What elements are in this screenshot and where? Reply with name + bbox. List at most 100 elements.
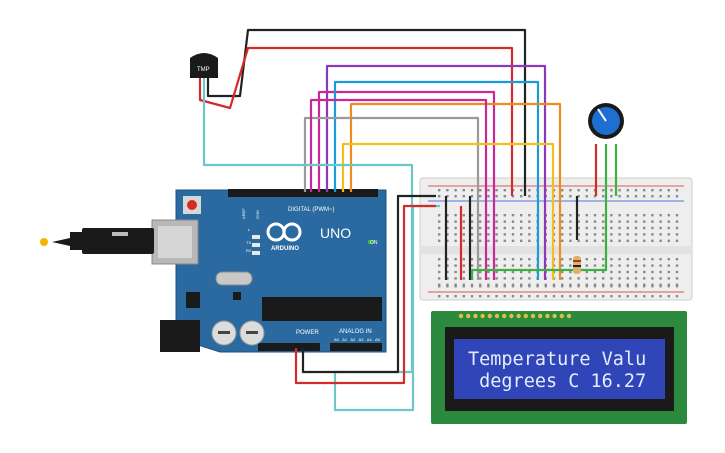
breadboard-hole	[536, 295, 539, 298]
breadboard-hole	[585, 220, 588, 223]
breadboard-hole	[610, 214, 613, 217]
atmega-chip	[262, 297, 382, 321]
breadboard-hole	[495, 195, 498, 198]
breadboard-hole	[561, 214, 564, 217]
breadboard-hole	[651, 285, 654, 288]
breadboard-hole	[593, 220, 597, 223]
lcd-pin[interactable]	[494, 313, 500, 319]
breadboard-hole	[503, 195, 506, 198]
digital-header[interactable]	[228, 189, 378, 197]
breadboard-hole	[503, 264, 506, 267]
breadboard-hole	[528, 189, 531, 192]
breadboard-hole	[561, 226, 564, 230]
breadboard-hole	[438, 195, 441, 198]
breadboard-hole	[511, 233, 515, 236]
breadboard-hole	[520, 277, 523, 280]
breadboard-hole	[528, 239, 531, 242]
breadboard-hole	[446, 189, 449, 192]
breadboard-hole	[602, 283, 605, 286]
arduino-logo	[266, 222, 302, 242]
lcd-pin[interactable]	[480, 313, 485, 319]
breadboard-hole	[651, 195, 654, 198]
breadboard-hole	[651, 264, 654, 267]
breadboard-hole	[520, 226, 523, 230]
breadboard-hole	[520, 258, 523, 261]
breadboard-hole	[659, 195, 662, 198]
breadboard-hole	[602, 189, 605, 192]
breadboard-hole	[626, 189, 629, 192]
breadboard-hole	[544, 285, 547, 288]
lcd-pin[interactable]	[458, 313, 464, 319]
breadboard-hole	[495, 214, 498, 217]
breadboard-hole	[585, 258, 588, 261]
lcd-pin[interactable]	[559, 313, 564, 319]
breadboard-hole	[634, 214, 638, 217]
breadboard-hole	[569, 239, 572, 242]
breadboard-hole	[495, 226, 498, 230]
breadboard-hole	[618, 233, 621, 236]
lcd-pin[interactable]	[530, 313, 536, 319]
breadboard-hole	[643, 220, 646, 223]
breadboard-hole	[479, 214, 482, 217]
breadboard-hole	[585, 270, 588, 274]
breadboard-hole	[454, 214, 457, 217]
breadboard-hole	[618, 220, 621, 223]
breadboard-hole	[503, 220, 506, 223]
breadboard-hole	[528, 295, 531, 298]
breadboard-hole	[602, 270, 605, 274]
breadboard-hole	[462, 270, 465, 274]
breadboard-hole	[528, 258, 531, 261]
lcd-pin[interactable]	[566, 313, 572, 319]
breadboard-hole	[438, 264, 441, 267]
breadboard-hole	[667, 226, 670, 230]
potentiometer[interactable]	[588, 103, 624, 139]
breadboard-hole	[651, 189, 654, 192]
breadboard-hole	[659, 277, 662, 280]
breadboard-hole	[643, 258, 646, 261]
breadboard-hole	[667, 189, 670, 192]
power-header[interactable]	[258, 343, 320, 351]
breadboard-hole	[610, 270, 613, 274]
breadboard-hole	[643, 283, 646, 286]
analog-header[interactable]	[330, 343, 382, 351]
lcd-pin[interactable]	[552, 313, 557, 319]
breadboard-hole	[528, 233, 531, 236]
lcd-pin[interactable]	[502, 313, 507, 319]
breadboard-hole	[667, 285, 670, 288]
breadboard-hole	[659, 270, 662, 274]
breadboard-hole	[593, 195, 597, 198]
breadboard-hole	[634, 220, 638, 223]
breadboard-hole	[503, 295, 506, 298]
breadboard-hole	[577, 226, 580, 230]
breadboard-hole	[511, 283, 515, 286]
tx-label: TX	[246, 240, 251, 245]
breadboard-hole	[479, 285, 482, 288]
breadboard-hole	[659, 283, 662, 286]
breadboard-hole	[520, 264, 523, 267]
breadboard-hole	[659, 264, 662, 267]
breadboard-hole	[585, 283, 588, 286]
breadboard-hole	[487, 195, 490, 198]
lcd-pin[interactable]	[473, 313, 478, 319]
lcd-module: Temperature Valu degrees C 16.27	[431, 311, 687, 424]
breadboard-hole	[561, 270, 564, 274]
breadboard-hole	[618, 226, 621, 230]
breadboard-hole	[593, 295, 597, 298]
lcd-pin[interactable]	[545, 313, 550, 319]
breadboard-hole	[462, 226, 465, 230]
breadboard-hole	[470, 258, 474, 261]
breadboard-hole	[585, 214, 588, 217]
lcd-pin[interactable]	[466, 313, 471, 319]
lcd-pin[interactable]	[487, 313, 492, 319]
lcd-pin[interactable]	[516, 313, 521, 319]
lcd-pin[interactable]	[538, 313, 543, 319]
breadboard-hole	[643, 270, 646, 274]
lcd-pin[interactable]	[509, 313, 514, 319]
breadboard-hole	[675, 233, 679, 236]
breadboard-hole	[561, 264, 564, 267]
breadboard-hole	[438, 277, 441, 280]
lcd-pin[interactable]	[523, 313, 528, 319]
breadboard-hole	[528, 285, 531, 288]
breadboard-hole	[634, 189, 638, 192]
breadboard-hole	[675, 239, 679, 242]
